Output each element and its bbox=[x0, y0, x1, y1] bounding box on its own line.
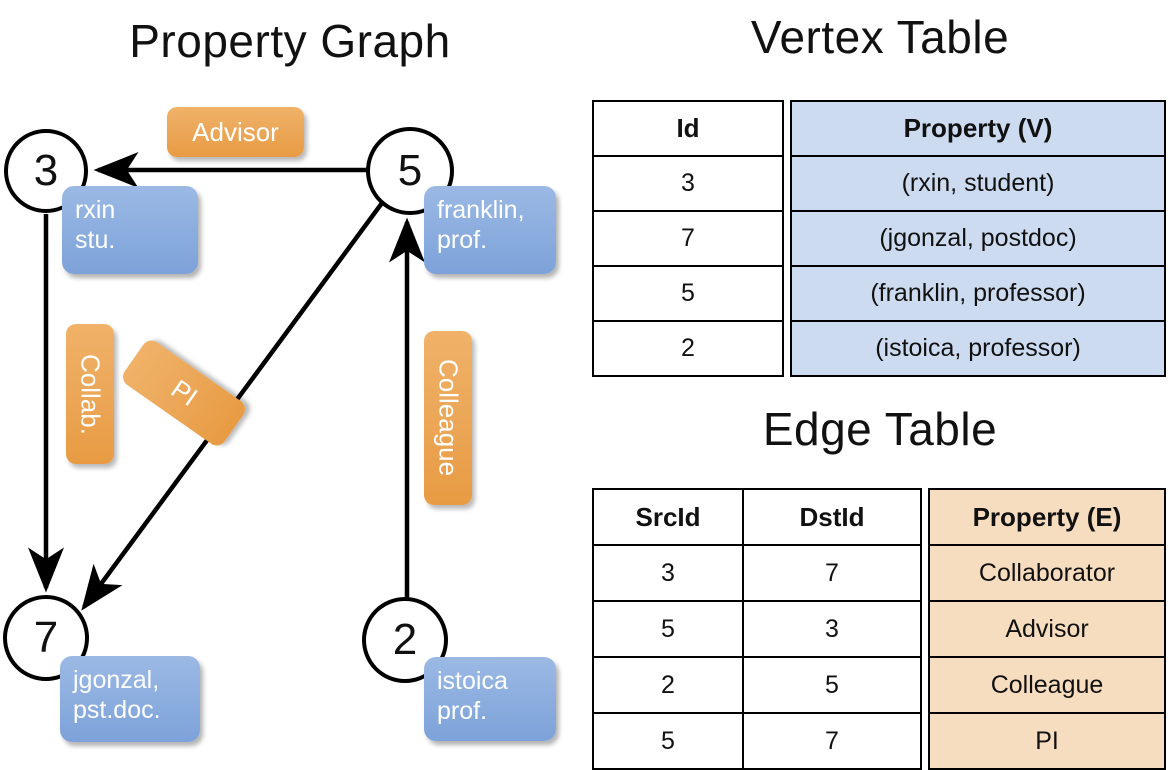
vertex-row-0-property: (rxin, student) bbox=[790, 155, 1166, 212]
graph-vertex-7-id: 7 bbox=[33, 613, 59, 662]
vertex-table-column-gap bbox=[783, 101, 791, 156]
edge-row-0-dst: 7 bbox=[742, 544, 922, 602]
vertex-table-column-gap bbox=[783, 266, 791, 321]
edge-table-header-property: Property (E) bbox=[928, 488, 1166, 546]
graph-edge-label-colleague: Colleague bbox=[424, 331, 472, 505]
graph-vertex-3-property-line1: rxin bbox=[75, 196, 116, 224]
table-row[interactable]: 2 (istoica, professor) bbox=[592, 320, 1166, 377]
edge-table-header-srcid: SrcId bbox=[592, 488, 744, 546]
edge-row-1-dst: 3 bbox=[742, 600, 922, 658]
edge-row-2-dst: 5 bbox=[742, 656, 922, 714]
edge-table-column-gap bbox=[921, 601, 929, 657]
vertex-row-2-property: (franklin, professor) bbox=[790, 265, 1166, 322]
property-graph-diagram: 3 5 7 2 rxin stu. franklin, prof. jgonza… bbox=[0, 0, 580, 760]
table-row[interactable]: 5 7 PI bbox=[592, 712, 1166, 770]
edge-row-2-property: Colleague bbox=[928, 656, 1166, 714]
table-row[interactable]: 7 (jgonzal, postdoc) bbox=[592, 210, 1166, 267]
page-title-property-graph: Property Graph bbox=[129, 15, 451, 67]
vertex-row-0-id: 3 bbox=[592, 155, 784, 212]
edge-table: SrcId DstId Property (E) 3 7 Collaborato… bbox=[592, 488, 1166, 770]
table-row[interactable]: 5 3 Advisor bbox=[592, 600, 1166, 658]
edge-table-column-gap bbox=[921, 713, 929, 769]
graph-vertex-5-property-box: franklin, prof. bbox=[424, 186, 556, 274]
vertex-table-header-property: Property (V) bbox=[790, 100, 1166, 157]
vertex-row-3-id: 2 bbox=[592, 320, 784, 377]
edge-row-2-src: 2 bbox=[592, 656, 744, 714]
graph-edge-label-advisor: Advisor bbox=[167, 107, 304, 157]
vertex-table-column-gap bbox=[783, 156, 791, 211]
table-row[interactable]: 3 (rxin, student) bbox=[592, 155, 1166, 212]
vertex-row-2-id: 5 bbox=[592, 265, 784, 322]
graph-vertex-5[interactable]: 5 bbox=[366, 127, 454, 215]
graph-vertex-2-property-box: istoica prof. bbox=[424, 657, 556, 741]
graph-vertex-7-property-line1: jgonzal, bbox=[73, 666, 160, 694]
edge-table-column-gap bbox=[921, 657, 929, 713]
graph-vertex-5-property-line2: prof. bbox=[437, 225, 488, 254]
edge-table-column-gap bbox=[921, 545, 929, 601]
table-row[interactable]: 5 (franklin, professor) bbox=[592, 265, 1166, 322]
edge-row-0-property: Collaborator bbox=[928, 544, 1166, 602]
graph-vertex-2-property-line1: istoica bbox=[437, 667, 508, 695]
page-title-vertex-table: Vertex Table bbox=[750, 11, 1010, 63]
graph-vertex-3-property-box: rxin stu. bbox=[62, 186, 198, 274]
edge-row-3-dst: 7 bbox=[742, 712, 922, 770]
page-title-edge-table: Edge Table bbox=[762, 403, 998, 455]
edge-table-header-dstid: DstId bbox=[742, 488, 922, 546]
vertex-table-column-gap bbox=[783, 211, 791, 266]
edge-table-header-row: SrcId DstId Property (E) bbox=[592, 488, 1166, 546]
edge-row-1-src: 5 bbox=[592, 600, 744, 658]
vertex-row-1-property: (jgonzal, postdoc) bbox=[790, 210, 1166, 267]
vertex-row-3-property: (istoica, professor) bbox=[790, 320, 1166, 377]
vertex-row-1-id: 7 bbox=[592, 210, 784, 267]
vertex-table-header-row: Id Property (V) bbox=[592, 100, 1166, 157]
graph-vertex-2-id: 2 bbox=[392, 615, 418, 664]
table-row[interactable]: 2 5 Colleague bbox=[592, 656, 1166, 714]
graph-edge-label-collab: Collab. bbox=[66, 324, 114, 464]
edge-row-1-property: Advisor bbox=[928, 600, 1166, 658]
vertex-table-column-gap bbox=[783, 321, 791, 376]
edge-row-3-property: PI bbox=[928, 712, 1166, 770]
table-row[interactable]: 3 7 Collaborator bbox=[592, 544, 1166, 602]
graph-vertex-2[interactable]: 2 bbox=[362, 597, 448, 683]
graph-vertex-7-property-box: jgonzal, pst.doc. bbox=[60, 656, 200, 742]
graph-vertex-7-property-line2: pst.doc. bbox=[73, 695, 161, 724]
graph-vertex-5-property-line1: franklin, bbox=[437, 196, 525, 224]
graph-vertex-3-property-line2: stu. bbox=[75, 225, 116, 254]
edge-row-0-src: 3 bbox=[592, 544, 744, 602]
graph-vertex-3-id: 3 bbox=[33, 146, 59, 195]
edge-row-3-src: 5 bbox=[592, 712, 744, 770]
edge-table-column-gap bbox=[921, 489, 929, 545]
graph-vertex-5-id: 5 bbox=[397, 146, 423, 195]
graph-vertex-2-property-line2: prof. bbox=[437, 696, 488, 725]
vertex-table-header-id: Id bbox=[592, 100, 784, 157]
vertex-table: Id Property (V) 3 (rxin, student) 7 (jgo… bbox=[592, 100, 1166, 377]
